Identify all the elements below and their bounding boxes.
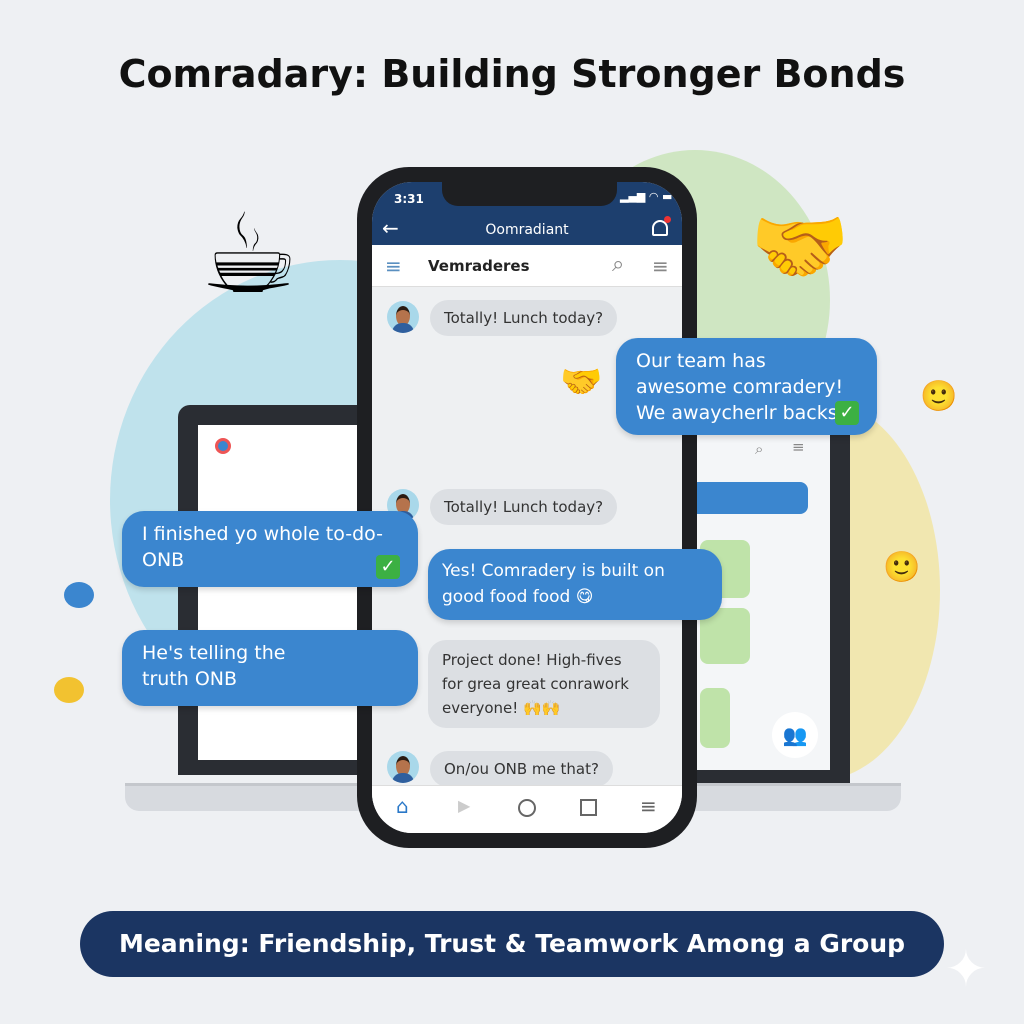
laptop-chat-blue: [690, 482, 808, 514]
chat-icon: [54, 677, 84, 703]
chat-icon: [64, 582, 94, 608]
send-icon[interactable]: ▶: [458, 796, 471, 815]
check-icon: ✓: [376, 555, 400, 579]
phone-screen: 3:31 ▂▄▆ ◠ ▬ ← Oomradiant ≡ Vemraderes ⌕…: [372, 182, 682, 833]
home-icon[interactable]: ⌂: [396, 794, 409, 818]
avatar: [387, 751, 419, 783]
chat-bubble-left-1: I finished yo whole to-do-ONB ✓: [122, 511, 418, 587]
search-icon: ⌕: [755, 440, 764, 458]
handshake-icon: 🤝: [750, 200, 850, 293]
bubble-text: Yes! Comradery is built on good food foo…: [442, 561, 665, 607]
message-bubble: Totally! Lunch today?: [430, 300, 618, 336]
search-icon[interactable]: ⌕: [612, 252, 625, 277]
smiling-face-icon: 🙂: [920, 379, 958, 414]
bubble-text: Our team has awesome comradery! We awayc…: [636, 350, 844, 424]
circle-icon[interactable]: [518, 799, 536, 817]
laptop-display-left: [198, 425, 378, 760]
status-time: 3:31: [394, 192, 424, 206]
bubble-text: I finished yo whole to-do-ONB: [142, 523, 383, 571]
browser-icon: [215, 438, 231, 454]
footer-banner: Meaning: Friendship, Trust & Teamwork Am…: [80, 911, 944, 977]
check-icon: ✓: [835, 401, 859, 425]
notch: [442, 182, 617, 206]
sparkle-icon: ✦: [945, 940, 987, 998]
menu-icon: ≡: [792, 438, 805, 456]
notification-badge: [664, 216, 671, 223]
group-icon[interactable]: 👥: [772, 712, 818, 758]
smiling-face-icon: 🙂: [883, 550, 921, 585]
back-arrow-icon[interactable]: ←: [382, 216, 399, 240]
footer-text: Meaning: Friendship, Trust & Teamwork Am…: [118, 929, 906, 958]
status-icons: ▂▄▆ ◠ ▬: [620, 190, 673, 203]
avatar: [387, 301, 419, 333]
page-title: Comradary: Building Stronger Bonds: [118, 52, 906, 96]
subheader: [372, 245, 682, 287]
message-bubble: Project done! High-fives for grea great …: [428, 640, 660, 728]
small-handshake-icon: 🤝: [560, 362, 603, 402]
subheader-title: Vemraderes: [428, 257, 530, 275]
chat-bubble-middle: Yes! Comradery is built on good food foo…: [428, 549, 722, 620]
menu-icon[interactable]: ≡: [640, 794, 657, 818]
hamburger-icon[interactable]: ≡: [385, 254, 402, 278]
coffee-cup-icon: ☕: [200, 190, 299, 318]
square-icon[interactable]: [580, 799, 597, 816]
menu-icon[interactable]: ≡: [652, 254, 669, 278]
chat-bubble-top-right: Our team has awesome comradery! We awayc…: [616, 338, 877, 435]
message-bubble: On/ou ONB me that?: [430, 751, 613, 787]
message-bubble: Totally! Lunch today?: [430, 489, 618, 525]
laptop-chat-green: [700, 688, 730, 748]
notification-icon[interactable]: [652, 220, 668, 236]
bubble-text: He's telling the truth ONB: [142, 642, 286, 690]
header-title: Oomradiant: [485, 222, 569, 238]
chat-bubble-left-2: He's telling the truth ONB: [122, 630, 418, 706]
